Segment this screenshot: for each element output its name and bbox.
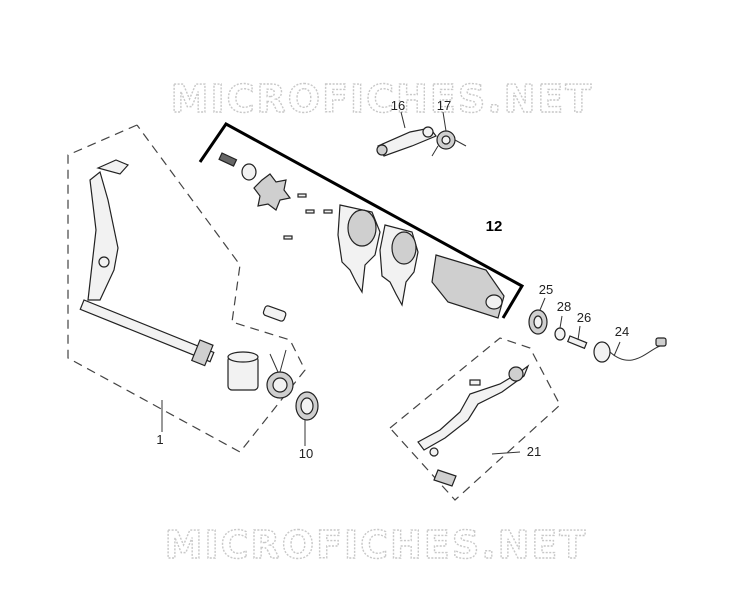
watermark-top: MICROFICHES.NET bbox=[171, 77, 594, 121]
gear-pedal-part-21 bbox=[417, 364, 530, 487]
callout-28: 28 bbox=[557, 299, 571, 314]
callout-24: 24 bbox=[615, 324, 629, 339]
callout-17: 17 bbox=[437, 98, 451, 113]
watermark-bottom: MICROFICHES.NET bbox=[165, 523, 588, 567]
return-spring-part bbox=[266, 349, 294, 399]
switch-part-24 bbox=[593, 337, 667, 363]
washer-part-28 bbox=[554, 327, 566, 341]
callout-1: 1 bbox=[156, 432, 163, 447]
group-outline-1 bbox=[67, 124, 306, 453]
callout-16: 16 bbox=[391, 98, 405, 113]
pin-part bbox=[262, 305, 287, 322]
callout-10: 10 bbox=[299, 446, 313, 461]
callout-21: 21 bbox=[527, 444, 541, 459]
shift-shaft-part-1 bbox=[79, 159, 215, 367]
callout-26: 26 bbox=[577, 310, 591, 325]
oil-seal-part-10 bbox=[295, 391, 319, 421]
group-outline-21 bbox=[389, 337, 561, 501]
bolt-part-26 bbox=[566, 335, 588, 350]
spring-part-17 bbox=[431, 130, 467, 157]
leader-lines bbox=[161, 111, 621, 455]
callout-12: 12 bbox=[486, 218, 503, 235]
stopper-arm-part-16 bbox=[376, 126, 437, 157]
callout-25: 25 bbox=[539, 282, 553, 297]
collar-part bbox=[227, 351, 259, 391]
shift-drum-assembly-12 bbox=[218, 152, 505, 319]
washer-part-25 bbox=[528, 309, 548, 335]
assembly-bracket-12 bbox=[198, 122, 525, 319]
